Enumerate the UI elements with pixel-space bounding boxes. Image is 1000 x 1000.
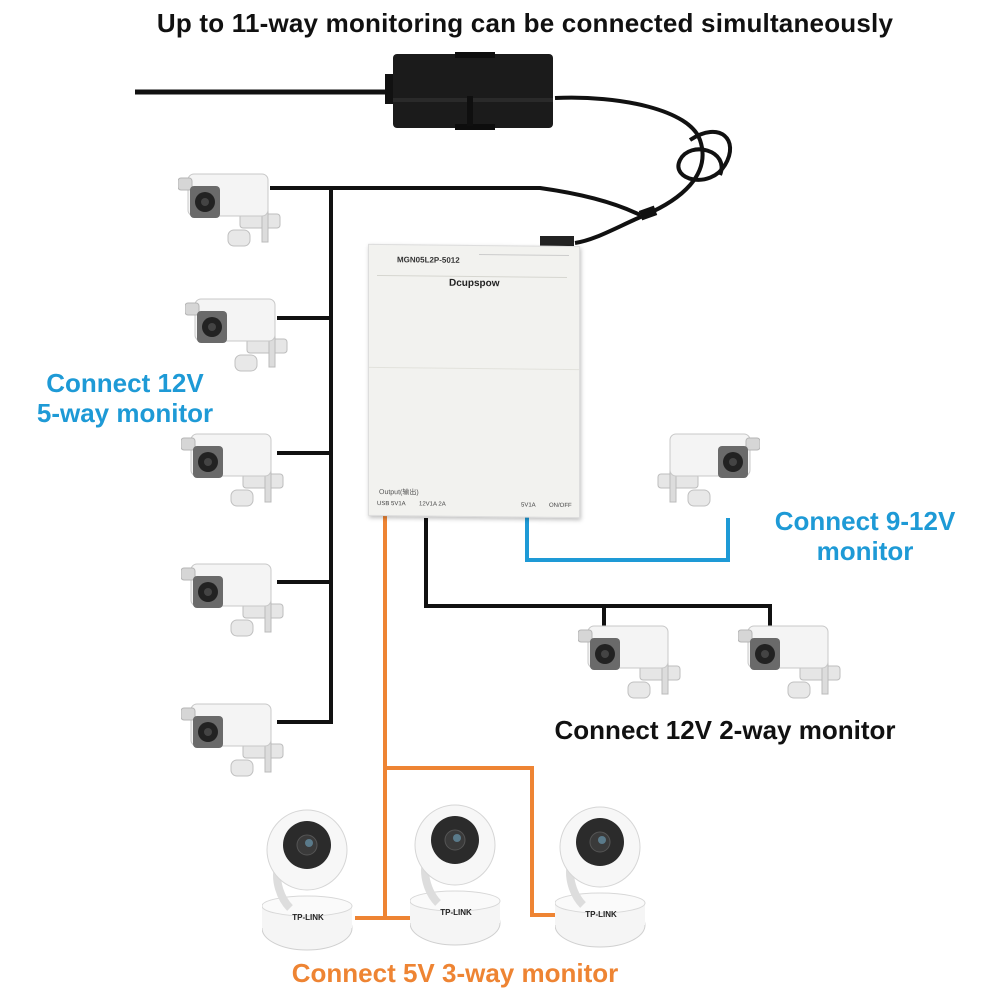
label-9-12v: Connect 9-12V monitor (750, 506, 980, 566)
cable-connector (638, 205, 658, 221)
device-output-label: Output(输出) (379, 489, 419, 497)
label-12v-5way-line2: 5-way monitor (36, 398, 214, 428)
power-supply-device: MGN05L2P-5012 Dcupspow Output(输出) USB 5V… (368, 243, 580, 519)
label-12v-5way-line1: Connect 12V (46, 368, 204, 398)
bullet-camera (181, 703, 284, 777)
orange-line-5v (355, 515, 387, 920)
dome-camera-brand: TP-LINK (292, 913, 324, 922)
bullet-camera (185, 298, 288, 372)
power-adapter (385, 52, 553, 130)
dome-camera: TP-LINK (262, 800, 354, 952)
orange-line-5v-top (385, 766, 557, 917)
label-12v-2way: Connect 12V 2-way monitor (554, 715, 896, 745)
label-9-12v-line2: monitor (816, 536, 914, 566)
blue-line-9-12v (525, 512, 730, 562)
dome-camera: TP-LINK (555, 797, 647, 949)
label-12v-5way: Connect 12V 5-way monitor (10, 368, 240, 428)
bullet-camera (181, 563, 284, 637)
device-fine-print (479, 254, 569, 274)
dome-camera-brand: TP-LINK (440, 908, 472, 917)
cable-coil (676, 129, 732, 182)
bullet-camera (181, 433, 284, 507)
device-port-5v: 5V1A (521, 502, 536, 509)
device-divider-mid (369, 366, 579, 371)
dome-camera: TP-LINK (410, 795, 502, 947)
device-power-switch: ON/OFF (549, 502, 572, 510)
device-port-usb: USB 5V1A (377, 500, 406, 508)
label-5v-3way: Connect 5V 3-way monitor (291, 958, 619, 988)
bullet-camera (578, 625, 681, 699)
bullet-camera (178, 173, 281, 247)
dc-plug (540, 236, 574, 246)
left-bus-top (270, 186, 641, 217)
bullet-camera (738, 625, 841, 699)
dc-output-cable (554, 95, 705, 245)
bus-12v-2way (424, 518, 772, 632)
dome-camera-brand: TP-LINK (585, 910, 617, 919)
device-port-12v: 12V1A 2A (419, 501, 446, 508)
label-9-12v-line1: Connect 9-12V (774, 506, 956, 536)
diagram-title: Up to 11-way monitoring can be connected… (156, 8, 894, 38)
device-model: MGN05L2P-5012 (397, 255, 460, 265)
device-brand: Dcupspow (449, 277, 500, 290)
bullet-camera (657, 433, 760, 507)
